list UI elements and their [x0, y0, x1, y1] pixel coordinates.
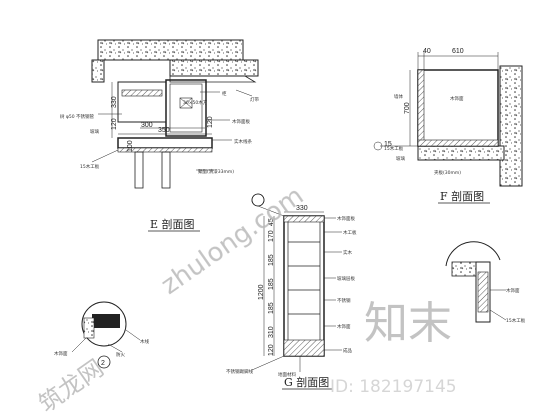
dim-15-f: 15 — [384, 141, 392, 148]
note-2-g: 木工板 — [343, 229, 357, 236]
beam-e — [179, 97, 193, 109]
section-g: 330 45 170 185 185 185 310 120 1200 木饰面板… — [226, 193, 357, 390]
note-side-f: 夹板(30mm) — [434, 169, 461, 176]
light-strip-e — [169, 75, 257, 83]
pipe-e — [134, 151, 144, 189]
section-e: 330 120 300 350 120 100 树 φ50 不锈钢管 灯带 30… — [60, 39, 259, 232]
dim-185c-g: 185 — [268, 302, 275, 314]
watermark-brand: 筑龙网 — [34, 354, 109, 418]
dim-330-g: 330 — [296, 205, 308, 212]
note-bottom2-f: 玻璃 — [396, 155, 405, 162]
title-g: G 剖面图 — [284, 375, 329, 389]
dim-350-e: 350 — [158, 127, 170, 134]
dim-45-g: 45 — [268, 218, 275, 226]
slab-e — [97, 39, 244, 61]
note-8-g: 不锈钢踢脚线 — [226, 368, 253, 375]
note-6-g: 木饰面 — [337, 323, 351, 330]
cabinet-inner-e — [169, 83, 203, 133]
note-c-d2: 木线 — [140, 338, 149, 345]
column-e — [91, 59, 105, 83]
note-glass-e: 玻璃 — [90, 128, 99, 135]
note-a-dr: 木饰面 — [506, 287, 520, 294]
callouts — [251, 193, 265, 207]
note-center-f: 木饰面 — [450, 95, 464, 102]
note-light-e: 灯带 — [250, 96, 259, 103]
dim-120a-e: 120 — [111, 118, 118, 130]
note-1-g: 木饰面板 — [337, 215, 355, 222]
dim-330-e: 330 — [111, 96, 118, 108]
title-f: F 剖面图 — [440, 189, 484, 203]
note-pipe-sub-e: 不锈钢管 — [76, 113, 94, 120]
note-finish-e: 聚酯(清漆33mm) — [198, 168, 234, 175]
dims-e — [111, 82, 212, 138]
note-7-g: 成品 — [343, 347, 352, 354]
note-b-dr: 15木工板 — [506, 317, 526, 324]
dim-100-e: 100 — [127, 140, 134, 152]
dim-185a-g: 185 — [268, 254, 275, 266]
section-f: 40 610 700 墙体 木饰面 15木工板 玻璃 夹板(30mm) 15 F… — [373, 48, 523, 204]
left-box-e — [117, 81, 167, 123]
note-9-g: 地面材料 — [278, 371, 296, 378]
note-b-d2: 防火 — [116, 351, 125, 358]
dim-40-f: 40 — [423, 48, 431, 55]
note-pipe-e: 树 φ50 — [60, 113, 75, 120]
dim-610-f: 610 — [452, 48, 464, 55]
note-wallpaper-e: 木饰面板 — [232, 118, 250, 125]
box-f — [417, 69, 499, 147]
detail-2-number: 2 — [101, 360, 105, 367]
dim-120b-e: 120 — [207, 116, 214, 128]
note-4-g: 玻璃层板 — [337, 275, 355, 282]
note-left-f: 墙体 — [394, 93, 403, 100]
note-a-d2: 木饰面 — [54, 350, 68, 357]
floor-f — [417, 145, 505, 161]
wall-f — [499, 65, 523, 187]
watermark-logo: 知末 — [364, 298, 452, 349]
watermark: zhulong.com 筑龙网 知末 ID: 182197145 — [34, 181, 457, 418]
dim-120-g: 120 — [268, 344, 275, 356]
dim-300-e: 300 — [141, 122, 153, 129]
dim-170-g: 170 — [268, 230, 275, 242]
dim-310-g: 310 — [268, 326, 275, 338]
dim-1200-g: 1200 — [258, 284, 265, 300]
note-board-e: 15木工板 — [80, 163, 100, 170]
block-e — [169, 59, 259, 77]
note-5-g: 不锈钢 — [337, 297, 351, 304]
note-bottom-f: 15木工板 — [384, 145, 404, 152]
detail-2: 木饰面 防火 木线 2 — [54, 301, 149, 369]
title-e: E 剖面图 — [150, 217, 195, 231]
note-3-g: 实木 — [343, 249, 352, 256]
note-cap-e: 柜 — [222, 90, 227, 97]
watermark-site: zhulong.com — [156, 181, 310, 301]
dim-185b-g: 185 — [268, 278, 275, 290]
detail-right: 木饰面 15木工板 — [445, 241, 526, 324]
note-beam-e: 30×50木方 — [183, 99, 208, 106]
watermark-id: ID: 182197145 — [330, 377, 457, 397]
dim-700-f: 700 — [404, 102, 411, 114]
cabinet-g — [283, 215, 325, 357]
note-trim-e: 实木线条 — [234, 138, 252, 145]
